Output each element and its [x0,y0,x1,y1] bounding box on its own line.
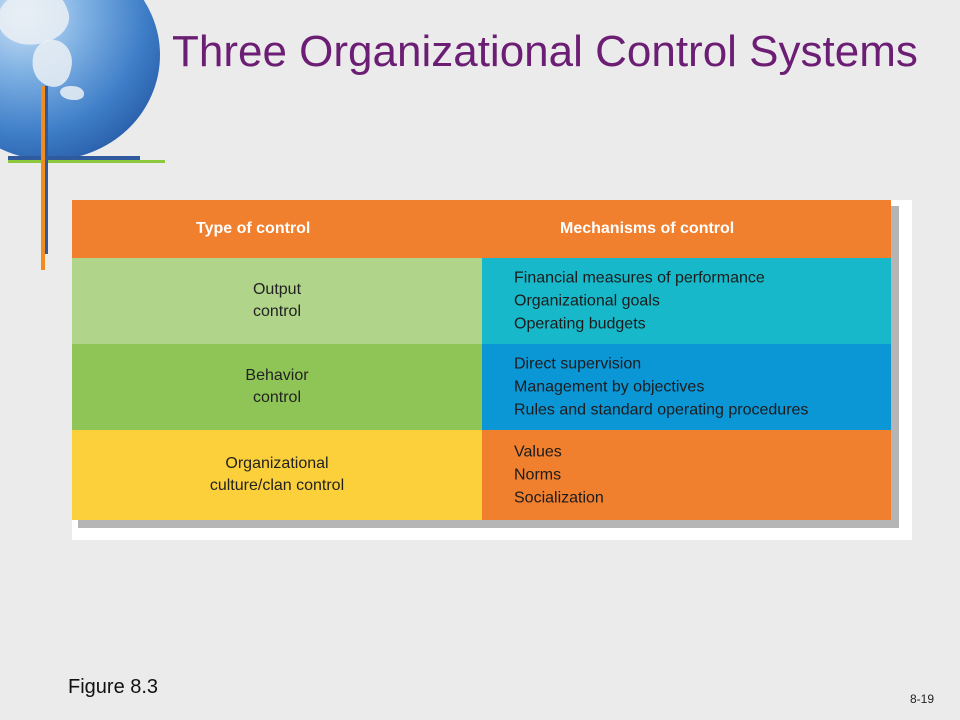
figure-caption: Figure 8.3 [68,676,159,698]
type-cell: Output control [72,258,482,344]
mechanism-item: Socialization [514,489,604,507]
control-systems-table: Type of control Mechanisms of control Ou… [72,200,891,520]
mechanisms-list: Financial measures of performance Organi… [514,267,765,336]
header-mechanisms-of-control: Mechanisms of control [560,220,735,237]
figure-panel: Type of control Mechanisms of control Ou… [72,200,912,540]
type-label-line: control [252,389,302,406]
mechanism-item: Direct supervision [514,355,642,373]
table-row-behavior: Behavior control Direct supervision Mana… [72,344,891,430]
mechanisms-list: Direct supervision Management by objecti… [514,353,808,422]
table-header-row: Type of control Mechanisms of control [72,200,891,258]
type-label-line: Output [252,281,302,298]
page-number: 8-19 [910,692,935,706]
mechanism-item: Management by objectives [514,378,705,396]
mechanism-item: Rules and standard operating procedures [514,401,809,419]
decor-bar-horizontal-blue [8,156,140,161]
header-type-of-control: Type of control [196,220,311,237]
mechanism-item: Operating budgets [514,315,646,333]
mechanisms-cell: Financial measures of performance Organi… [482,258,891,344]
mechanism-item: Norms [514,466,562,484]
type-label-line: Behavior [245,367,309,384]
type-label-line: control [252,303,302,320]
type-cell: Organizational culture/clan control [72,430,482,520]
decor-bar-vertical-orange [41,86,45,270]
table-row-culture: Organizational culture/clan control Valu… [72,430,891,520]
mechanism-item: Values [514,443,562,461]
type-label-line: Organizational [225,455,329,472]
mechanism-item: Organizational goals [514,292,660,310]
decor-bar-vertical-blue [45,86,48,254]
type-cell: Behavior control [72,344,482,430]
type-label-line: culture/clan control [209,477,345,494]
table-row-output: Output control Financial measures of per… [72,258,891,344]
mechanisms-list: Values Norms Socialization [514,441,604,510]
mechanisms-cell: Values Norms Socialization [482,430,891,520]
slide-title: Three Organizational Control Systems [172,27,918,76]
mechanisms-cell: Direct supervision Management by objecti… [482,344,891,430]
mechanism-item: Financial measures of performance [514,269,765,287]
globe-icon [0,0,165,160]
decor-bar-horizontal-green [8,160,165,163]
